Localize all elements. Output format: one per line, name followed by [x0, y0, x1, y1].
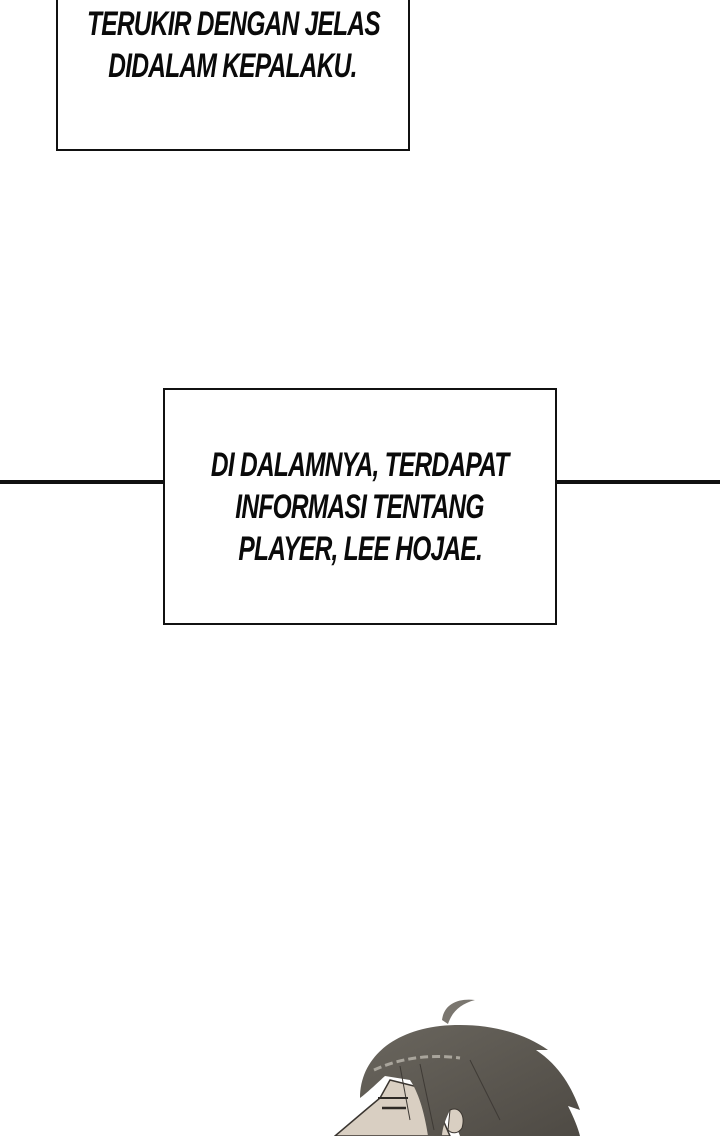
caption-box-middle: DI DALAMNYA, TERDAPAT INFORMASI TENTANG … [163, 388, 557, 625]
caption-line: TERUKIR DENGAN JELAS [86, 4, 381, 43]
caption-line: DI DALAMNYA, TERDAPAT [211, 445, 509, 484]
caption-box-top: TERUKIR DENGAN JELAS DIDALAM KEPALAKU. [56, 0, 410, 151]
caption-line: INFORMASI TENTANG [235, 487, 485, 526]
divider-line-right [557, 480, 720, 484]
character-illustration [333, 999, 580, 1136]
caption-line: PLAYER, LEE HOJAE. [238, 529, 482, 568]
caption-line: DIDALAM KEPALAKU. [108, 46, 358, 85]
divider-line-left [0, 480, 163, 484]
